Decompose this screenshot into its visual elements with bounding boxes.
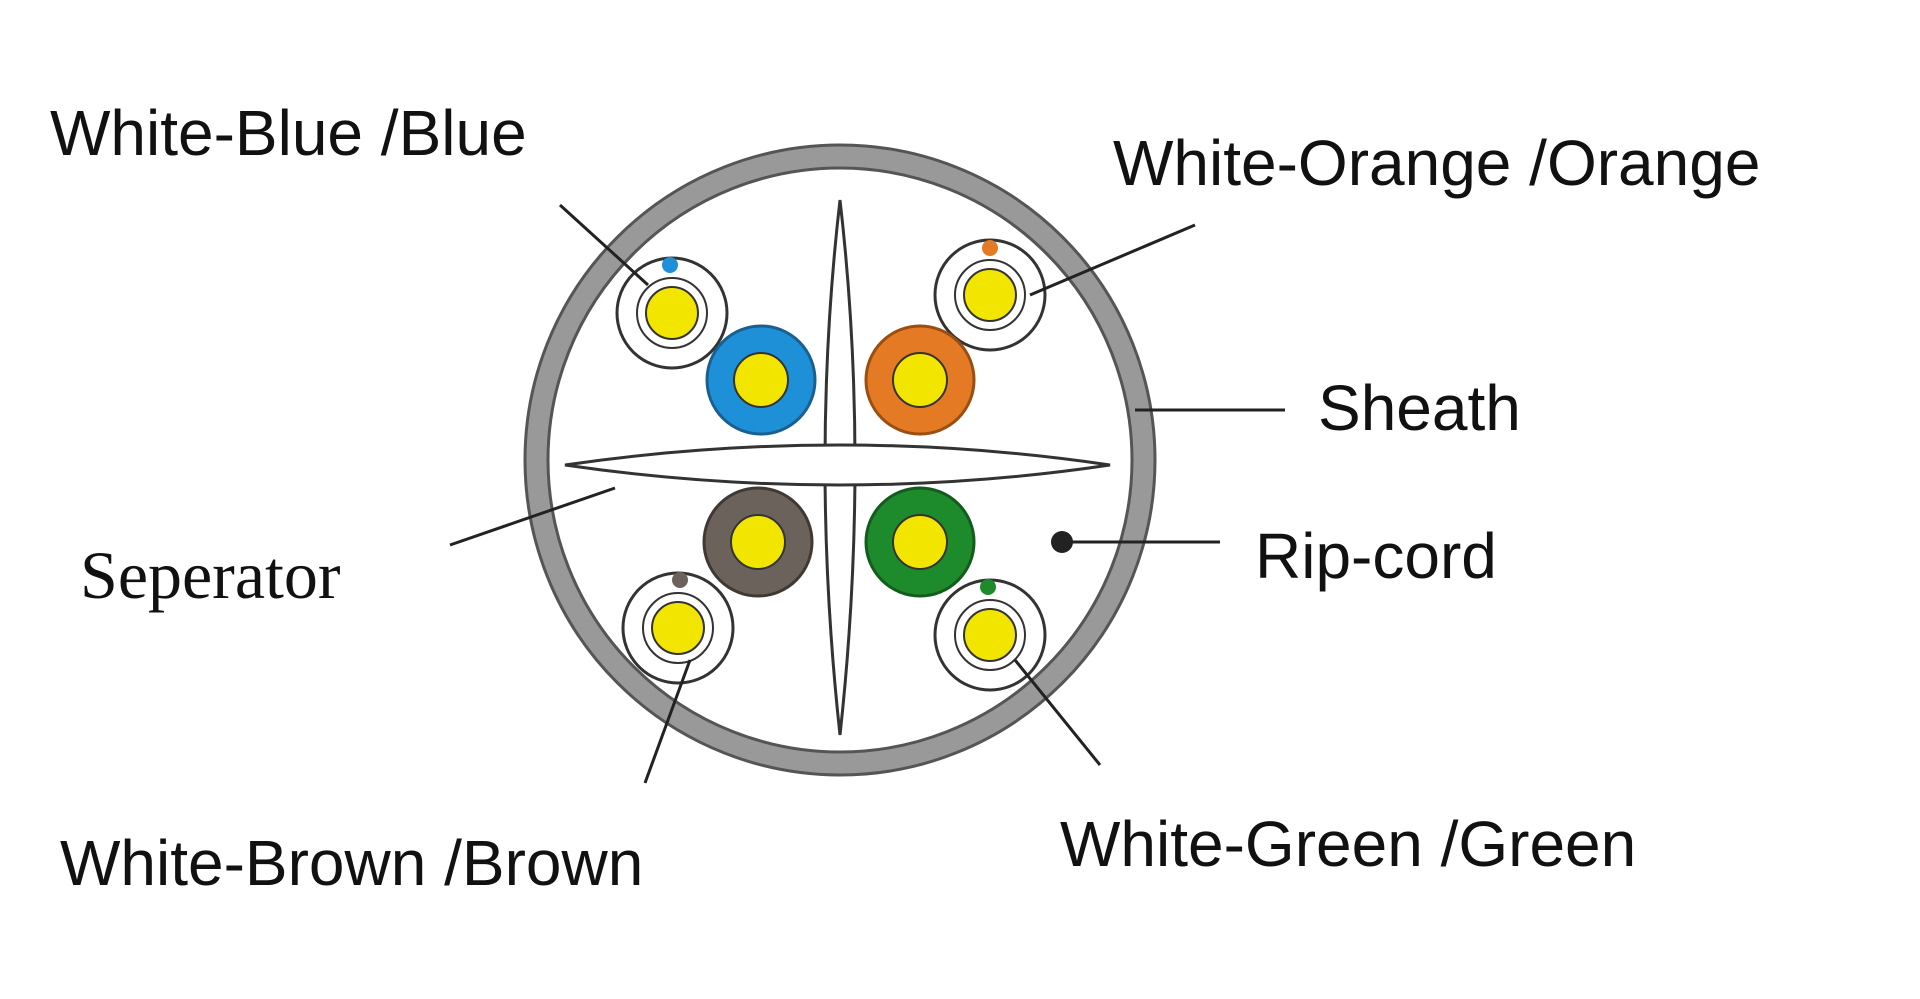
pair-white-brown-brown bbox=[621, 486, 814, 685]
leader-white-green bbox=[1013, 659, 1102, 766]
label-white-green: White-Green /Green bbox=[1060, 808, 1636, 880]
white-brown-conductor bbox=[651, 601, 705, 655]
pair-white-orange-orange bbox=[864, 238, 1047, 436]
label-rip-cord: Rip-cord bbox=[1255, 520, 1497, 592]
white-blue-stripe-dot bbox=[662, 257, 678, 273]
separator-horizontal bbox=[564, 443, 1111, 487]
white-orange-stripe-dot bbox=[982, 240, 998, 256]
label-white-orange: White-Orange /Orange bbox=[1113, 127, 1760, 199]
label-sheath: Sheath bbox=[1318, 372, 1521, 444]
label-white-blue: White-Blue /Blue bbox=[50, 97, 527, 169]
white-orange-conductor bbox=[963, 268, 1017, 322]
leader-white-brown bbox=[643, 659, 692, 784]
leader-white-blue bbox=[558, 203, 650, 287]
green-conductor bbox=[892, 514, 948, 570]
leader-separator bbox=[449, 486, 616, 547]
white-green-conductor bbox=[963, 608, 1017, 662]
pair-white-blue-blue bbox=[615, 256, 817, 436]
white-green-stripe-dot bbox=[980, 579, 996, 595]
leader-white-orange bbox=[1029, 223, 1196, 297]
label-white-brown: White-Brown /Brown bbox=[60, 827, 643, 899]
blue-conductor bbox=[733, 352, 789, 408]
label-separator: Seperator bbox=[80, 537, 341, 613]
orange-conductor bbox=[892, 352, 948, 408]
white-brown-stripe-dot bbox=[672, 572, 688, 588]
white-blue-conductor bbox=[645, 286, 699, 340]
brown-conductor bbox=[730, 514, 786, 570]
